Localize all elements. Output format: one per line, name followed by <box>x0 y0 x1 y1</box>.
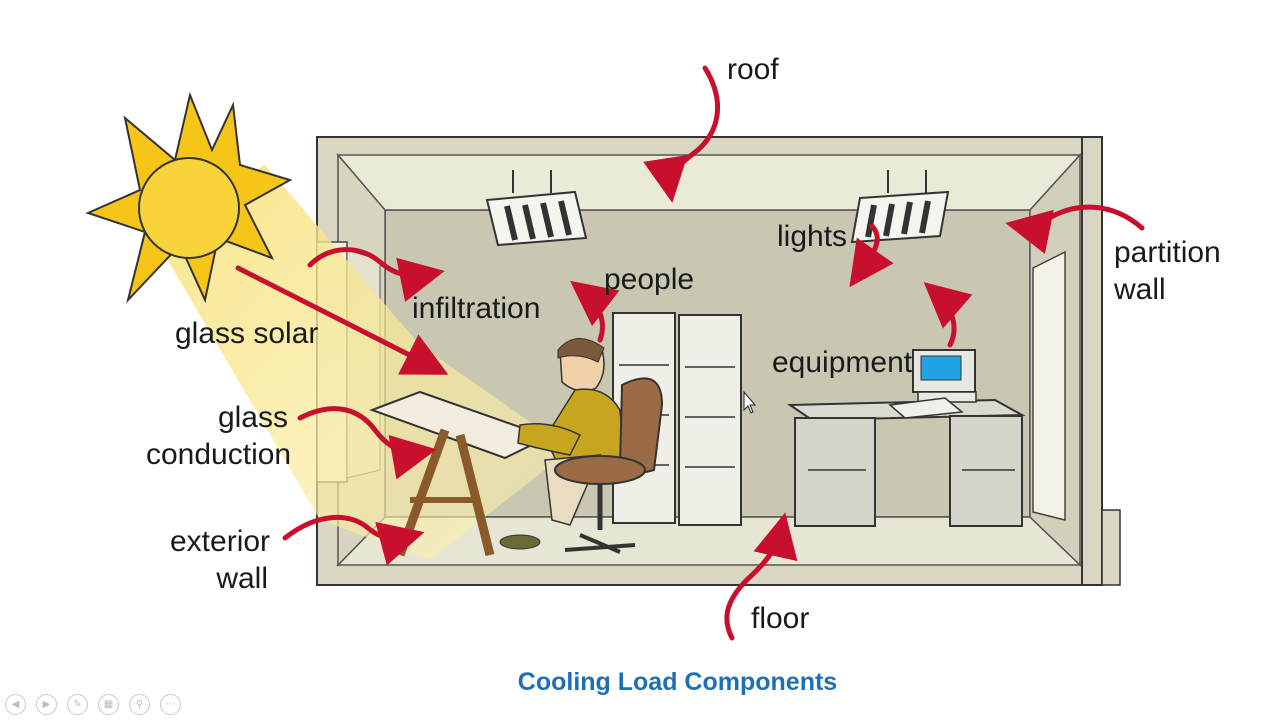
computer-icon <box>888 349 977 419</box>
prev-icon[interactable]: ◀ <box>5 694 26 715</box>
diagram-caption: Cooling Load Components <box>517 668 838 696</box>
label-glass-conduction-line2: conduction <box>146 437 292 471</box>
glass-solar-arrow <box>235 265 449 375</box>
office-chair <box>554 377 664 554</box>
more-icon[interactable]: ⋯ <box>160 694 181 715</box>
label-partition-wall-line2: wall <box>1114 272 1166 306</box>
label-exterior-wall-line2: wall <box>216 561 268 595</box>
label-partition-wall-line1: partition <box>1114 236 1221 269</box>
label-exterior-wall-line1: exterior <box>170 525 271 558</box>
label-exterior-wall: exterior wall <box>170 524 270 597</box>
zoom-icon[interactable]: ⚲ <box>129 694 150 715</box>
label-partition-wall: partition wall <box>1114 235 1221 308</box>
label-glass-conduction-line1: glass <box>217 401 288 434</box>
label-floor: floor <box>751 602 810 635</box>
slides-icon[interactable]: ▦ <box>98 694 119 715</box>
label-infiltration: infiltration <box>412 292 541 325</box>
label-people: people <box>604 263 695 296</box>
label-glass-conduction: glass conduction <box>146 400 296 473</box>
floor-arrow <box>724 512 798 641</box>
sun-icon <box>85 91 293 304</box>
infiltration-arrow <box>307 247 445 302</box>
roof-arrow <box>643 65 721 203</box>
label-glass-solar: glass solar <box>175 317 319 350</box>
label-roof: roof <box>727 53 779 86</box>
light-fixture-left <box>485 170 588 247</box>
people-arrow <box>570 280 620 343</box>
label-equipment: equipment <box>772 346 913 379</box>
lights-arrow <box>849 223 894 288</box>
partition-wall-arrow <box>1005 204 1145 254</box>
glass-conduction-arrow <box>297 406 437 480</box>
next-icon[interactable]: ▶ <box>36 694 57 715</box>
mouse-cursor-icon <box>743 390 757 414</box>
pen-icon[interactable]: ✎ <box>67 694 88 715</box>
equipment-arrow <box>923 282 973 348</box>
exterior-wall-arrow <box>282 515 425 566</box>
label-lights: lights <box>777 220 848 253</box>
